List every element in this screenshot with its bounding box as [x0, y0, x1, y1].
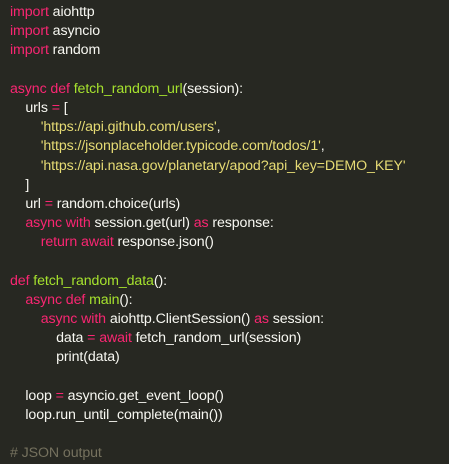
- code-text: ,: [216, 119, 221, 136]
- code-string: 'https://jsonplaceholder.typicode.com/to…: [40, 138, 321, 155]
- code-text: loop: [25, 387, 56, 404]
- code-text: ,: [320, 138, 325, 155]
- code-line: import aiohttp: [10, 3, 449, 22]
- code-line: # JSON output: [10, 444, 449, 463]
- code-text: aiohttp: [48, 4, 95, 20]
- code-keyword: await: [81, 234, 114, 251]
- code-line: [10, 252, 449, 271]
- code-line: import asyncio: [10, 22, 449, 41]
- code-indent: [10, 388, 25, 404]
- code-text: [: [59, 99, 68, 116]
- code-indent: [10, 234, 41, 250]
- code-line: async with aiohttp.ClientSession() as se…: [10, 310, 449, 329]
- code-keyword: =: [44, 195, 53, 212]
- code-function-name: main: [89, 291, 120, 308]
- code-keyword: =: [87, 330, 96, 347]
- code-text: asyncio: [48, 23, 101, 40]
- code-keyword: as: [254, 311, 269, 327]
- code-line: loop = asyncio.get_event_loop(): [10, 387, 449, 406]
- code-function-name: fetch_random_data: [33, 272, 154, 289]
- code-text: ():: [119, 291, 133, 308]
- code-keyword: with: [81, 311, 106, 327]
- code-keyword: async: [40, 311, 78, 327]
- code-line: 'https://api.github.com/users',: [10, 118, 449, 137]
- code-text: random: [48, 42, 101, 59]
- code-line: [10, 61, 449, 80]
- code-text: urls: [25, 99, 52, 116]
- code-text: response:: [208, 215, 274, 232]
- code-text: random.choice(urls): [52, 195, 181, 212]
- code-line: ]: [10, 176, 449, 195]
- code-indent: [10, 100, 25, 116]
- code-keyword: import: [10, 23, 49, 40]
- code-text: data: [56, 330, 88, 347]
- code-indent: [10, 158, 41, 174]
- code-line: [10, 425, 449, 444]
- code-keyword: =: [51, 99, 60, 116]
- code-indent: [10, 349, 56, 365]
- code-text: session:: [268, 311, 324, 327]
- code-line: 'https://api.nasa.gov/planetary/apod?api…: [10, 157, 449, 176]
- code-line: return await response.json(): [10, 233, 449, 252]
- code-text: aiohttp.ClientSession(): [105, 311, 255, 327]
- code-function-name: fetch_random_url: [73, 80, 183, 97]
- code-keyword: return: [40, 234, 78, 251]
- code-indent: [10, 407, 25, 423]
- code-keyword: import: [10, 4, 49, 20]
- code-line: async with session.get(url) as response:: [10, 214, 449, 233]
- code-indent: [10, 330, 56, 346]
- code-keyword: =: [55, 387, 64, 404]
- code-text: asyncio.get_event_loop(): [63, 387, 224, 404]
- code-keyword: async: [10, 80, 47, 97]
- code-text: response.json(): [113, 234, 214, 251]
- code-comment: # JSON output: [10, 445, 102, 462]
- code-line: urls = [: [10, 99, 449, 118]
- code-line: async def main():: [10, 291, 449, 310]
- code-text: (session):: [182, 80, 244, 97]
- code-line: [10, 368, 449, 387]
- code-line: loop.run_until_complete(main()): [10, 406, 449, 425]
- code-keyword: def: [50, 80, 70, 97]
- code-keyword: with: [65, 215, 91, 232]
- code-indent: [10, 177, 25, 193]
- code-line: def fetch_random_data():: [10, 272, 449, 291]
- code-indent: [10, 196, 25, 212]
- code-keyword: def: [10, 272, 30, 289]
- code-text: ]: [25, 176, 30, 193]
- code-text: ():: [153, 272, 167, 289]
- code-line: 'https://jsonplaceholder.typicode.com/to…: [10, 137, 449, 156]
- code-text: session.get(url): [90, 215, 194, 232]
- code-keyword: async: [25, 291, 62, 308]
- code-keyword: await: [99, 330, 132, 347]
- code-text: loop.run_until_complete(main()): [25, 406, 223, 423]
- code-indent: [10, 215, 25, 231]
- code-line: data = await fetch_random_url(session): [10, 329, 449, 348]
- code-line: url = random.choice(urls): [10, 195, 449, 214]
- code-text: print(data): [56, 349, 120, 366]
- code-keyword: as: [193, 215, 209, 232]
- code-line: print(data): [10, 348, 449, 367]
- code-indent: [10, 138, 41, 154]
- code-indent: [10, 311, 41, 327]
- code-string: 'https://api.github.com/users': [40, 119, 217, 136]
- code-keyword: async: [25, 215, 62, 232]
- code-text: fetch_random_url(session): [131, 330, 302, 347]
- code-text: url: [25, 195, 45, 212]
- code-line: async def fetch_random_url(session):: [10, 80, 449, 99]
- code-keyword: def: [65, 291, 86, 308]
- code-indent: [10, 292, 25, 308]
- code-indent: [10, 119, 41, 135]
- code-line: import random: [10, 41, 449, 60]
- code-string: 'https://api.nasa.gov/planetary/apod?api…: [40, 157, 406, 174]
- code-keyword: import: [10, 42, 49, 59]
